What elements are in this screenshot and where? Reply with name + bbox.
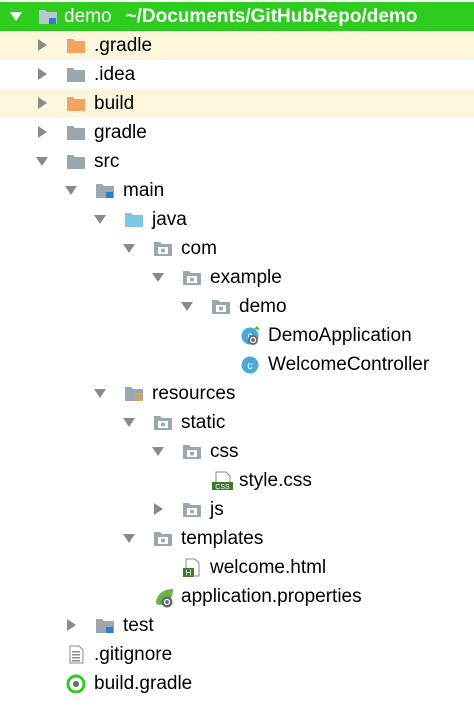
tree-label: .gitignore <box>94 644 173 665</box>
html-file-icon: H <box>182 558 202 578</box>
package-icon <box>153 239 173 258</box>
expanded-arrow-icon[interactable] <box>152 447 164 456</box>
tree-row[interactable]: resources <box>0 379 474 408</box>
tree-label: style.css <box>239 470 312 491</box>
expanded-arrow-icon[interactable] <box>65 186 77 195</box>
tree-label: welcome.html <box>210 557 327 578</box>
tree-label: main <box>123 180 165 201</box>
expanded-arrow-icon[interactable] <box>181 302 193 311</box>
tree-label: src <box>94 151 120 172</box>
collapsed-arrow-icon[interactable] <box>154 503 163 515</box>
tree-row[interactable]: CSS style.css <box>0 466 474 495</box>
gradle-file-icon <box>66 674 86 694</box>
tree-row[interactable]: c DemoApplication <box>0 321 474 350</box>
expand-arrow-icon[interactable] <box>10 12 22 21</box>
tree-row[interactable]: templates <box>0 524 474 553</box>
css-file-icon: CSS <box>211 471 233 491</box>
collapsed-arrow-icon[interactable] <box>38 68 47 80</box>
tree-row[interactable]: gradle <box>0 118 474 147</box>
folder-gray-icon <box>66 123 86 142</box>
tree-label: build <box>94 93 135 114</box>
expanded-arrow-icon[interactable] <box>123 534 135 543</box>
tree-row[interactable]: .idea <box>0 60 474 89</box>
project-name: demo <box>64 6 112 27</box>
tree-label: java <box>152 209 187 230</box>
folder-orange-icon <box>66 36 86 55</box>
module-folder-icon <box>95 616 115 635</box>
tree-label: gradle <box>94 122 147 143</box>
expanded-arrow-icon[interactable] <box>94 215 106 224</box>
tree-label: DemoApplication <box>268 325 412 346</box>
package-icon <box>182 442 202 461</box>
class-icon: c <box>240 355 260 374</box>
tree-label: build.gradle <box>94 673 193 694</box>
tree-row[interactable]: src <box>0 147 474 176</box>
folder-gray-icon <box>66 152 86 171</box>
expanded-arrow-icon[interactable] <box>36 157 48 166</box>
spring-properties-icon <box>153 587 173 608</box>
expanded-arrow-icon[interactable] <box>152 273 164 282</box>
tree-row[interactable]: com <box>0 234 474 263</box>
folder-gray-icon <box>66 65 86 84</box>
tree-row[interactable]: demo <box>0 292 474 321</box>
tree-label: test <box>123 615 154 636</box>
expanded-arrow-icon[interactable] <box>94 389 106 398</box>
module-folder-icon <box>38 7 58 26</box>
svg-text:CSS: CSS <box>215 484 230 490</box>
tree-row-root-demo[interactable]: demo ~/Documents/GitHubRepo/demo <box>0 2 474 31</box>
collapsed-arrow-icon[interactable] <box>38 126 47 138</box>
collapsed-arrow-icon[interactable] <box>38 39 47 51</box>
package-icon <box>182 268 202 287</box>
tree-row[interactable]: application.properties <box>0 582 474 611</box>
tree-label: example <box>210 267 282 288</box>
tree-label: templates <box>181 528 264 549</box>
folder-blue-icon <box>124 210 144 229</box>
tree-row[interactable]: .gitignore <box>0 640 474 669</box>
package-icon <box>153 413 173 432</box>
tree-label: .gradle <box>94 35 153 56</box>
tree-label: .idea <box>94 64 136 85</box>
svg-text:c: c <box>247 360 253 372</box>
tree-label: com <box>181 238 217 259</box>
module-folder-icon <box>95 181 115 200</box>
collapsed-arrow-icon[interactable] <box>38 97 47 109</box>
package-icon <box>182 500 202 519</box>
tree-label: static <box>181 412 226 433</box>
expanded-arrow-icon[interactable] <box>123 244 135 253</box>
svg-text:H: H <box>186 569 192 578</box>
tree-row[interactable]: test <box>0 611 474 640</box>
tree-row[interactable]: js <box>0 495 474 524</box>
tree-label: demo <box>239 296 287 317</box>
tree-label: application.properties <box>181 586 362 607</box>
spring-class-icon: c <box>240 326 260 345</box>
project-path: ~/Documents/GitHubRepo/demo <box>125 6 418 27</box>
folder-orange-icon <box>66 94 86 113</box>
tree-label: css <box>210 441 239 462</box>
resources-folder-icon <box>124 384 144 403</box>
collapsed-arrow-icon[interactable] <box>67 619 76 631</box>
tree-row[interactable]: java <box>0 205 474 234</box>
text-file-icon <box>66 645 86 664</box>
tree-row[interactable]: main <box>0 176 474 205</box>
package-icon <box>211 297 231 316</box>
tree-label-root: demo ~/Documents/GitHubRepo/demo <box>64 6 417 27</box>
tree-label: resources <box>152 383 236 404</box>
tree-label: WelcomeController <box>268 354 430 375</box>
tree-row[interactable]: css <box>0 437 474 466</box>
tree-row[interactable]: c WelcomeController <box>0 350 474 379</box>
package-icon <box>153 529 173 548</box>
tree-row[interactable]: static <box>0 408 474 437</box>
tree-label: js <box>210 499 224 520</box>
tree-row[interactable]: .gradle <box>0 31 474 60</box>
tree-row[interactable]: build <box>0 89 474 118</box>
tree-row[interactable]: build.gradle <box>0 669 474 698</box>
expanded-arrow-icon[interactable] <box>123 418 135 427</box>
tree-row[interactable]: example <box>0 263 474 292</box>
